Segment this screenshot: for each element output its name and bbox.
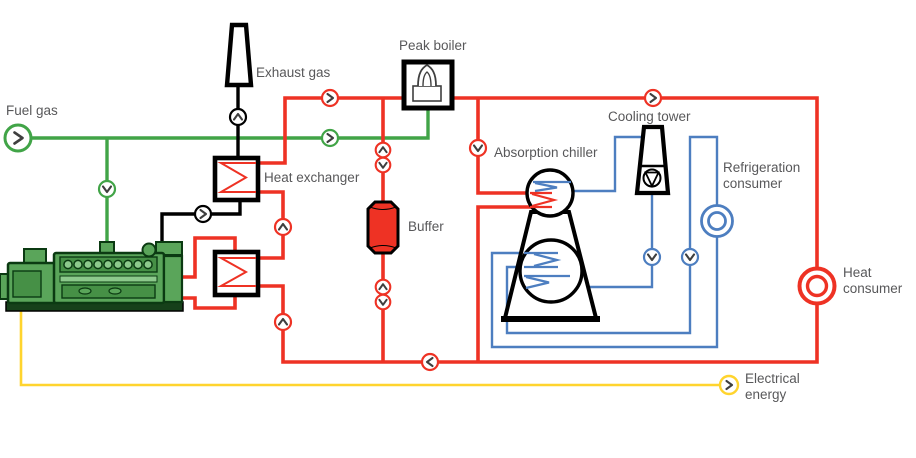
fuel-gas-label: Fuel gas: [6, 103, 58, 118]
flow-arrow-right-icon: [320, 128, 340, 148]
flow-arrow-up-icon: [374, 141, 392, 159]
gas-engine-icon: [0, 241, 184, 312]
buffer-tank-icon: [366, 200, 400, 255]
refrigeration-consumer-icon: [700, 204, 734, 238]
buffer-label: Buffer: [408, 219, 444, 234]
flow-arrow-down-icon: [680, 247, 700, 267]
heat-exchanger-1-icon: [212, 155, 261, 203]
flow-arrow-up-icon: [228, 107, 248, 127]
flow-arrow-left-icon: [420, 352, 440, 372]
flow-arrow-down-icon: [468, 138, 488, 158]
heat-consumer-label: Heat consumer: [843, 265, 903, 297]
flow-arrow-down-icon: [374, 293, 392, 311]
chiller-return-line: [476, 205, 552, 362]
heat-exchanger-label: Heat exchanger: [264, 170, 360, 185]
heat-consumer-icon: [797, 266, 837, 306]
absorption-chiller-icon: [501, 168, 600, 322]
flow-arrow-up-icon: [273, 312, 293, 332]
electrical-line: [19, 286, 721, 387]
flow-arrow-down-icon: [97, 179, 117, 199]
flow-arrow-right-icon: [643, 88, 663, 108]
heat-exchanger-2-icon: [212, 249, 261, 298]
exhaust-gas-label: Exhaust gas: [256, 65, 331, 80]
refrigeration-consumer-label: Refrigeration consumer: [723, 160, 801, 192]
absorption-chiller-label: Absorption chiller: [494, 145, 598, 160]
engine-jacket-supply: [182, 236, 237, 279]
engine-jacket-return: [182, 295, 237, 310]
electrical-energy-label: Electrical energy: [745, 371, 800, 403]
flow-arrow-up-icon: [273, 217, 293, 237]
flow-arrow-right-icon: [718, 374, 740, 396]
chimney-icon: [224, 22, 254, 88]
peak-boiler-icon: [401, 59, 455, 111]
cooling-tower-label: Cooling tower: [608, 109, 691, 124]
flow-arrow-right-icon: [320, 88, 340, 108]
flow-arrow-down-icon: [374, 156, 392, 174]
flow-arrow-up-icon: [374, 278, 392, 296]
flow-arrow-right-icon: [193, 204, 213, 224]
flow-arrow-down-icon: [642, 247, 662, 267]
cooling-tower-icon: [634, 124, 671, 196]
peak-boiler-label: Peak boiler: [399, 38, 467, 53]
fuel-gas-source-arrow-icon: [3, 123, 33, 153]
